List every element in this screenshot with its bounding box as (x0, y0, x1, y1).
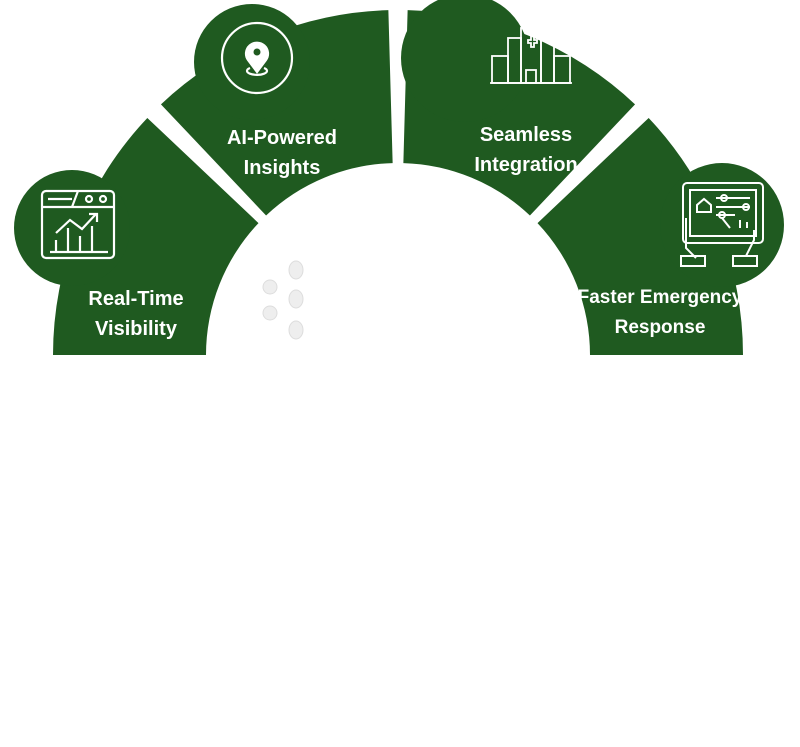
segment-bulge-seamless (401, 0, 529, 122)
segment-label-faster: Faster Emergency Response (578, 283, 743, 343)
hospital-building-icon (490, 27, 572, 84)
decorative-dots (262, 260, 304, 340)
tablet-control-icon (680, 182, 764, 267)
segment-label-realtime: Real-Time Visibility (88, 284, 183, 344)
label-line: Response (614, 317, 706, 338)
label-line: Faster Emergency (577, 287, 743, 308)
segment-bulge-faster (660, 163, 784, 287)
label-line: Real-Time (88, 288, 184, 310)
segment-label-ai: AI-Powered Insights (227, 123, 337, 183)
label-line: Visibility (95, 318, 177, 340)
segment-bulge-realtime (14, 170, 130, 286)
segment-label-seamless: Seamless Integration (474, 120, 577, 180)
segment-realtime (53, 117, 259, 356)
label-line: Insights (243, 157, 321, 179)
label-line: AI-Powered (226, 127, 338, 149)
location-pin-icon (220, 21, 294, 95)
analytics-chart-icon (40, 189, 116, 260)
label-line: Seamless (479, 124, 573, 146)
label-line: Integration (474, 154, 578, 176)
